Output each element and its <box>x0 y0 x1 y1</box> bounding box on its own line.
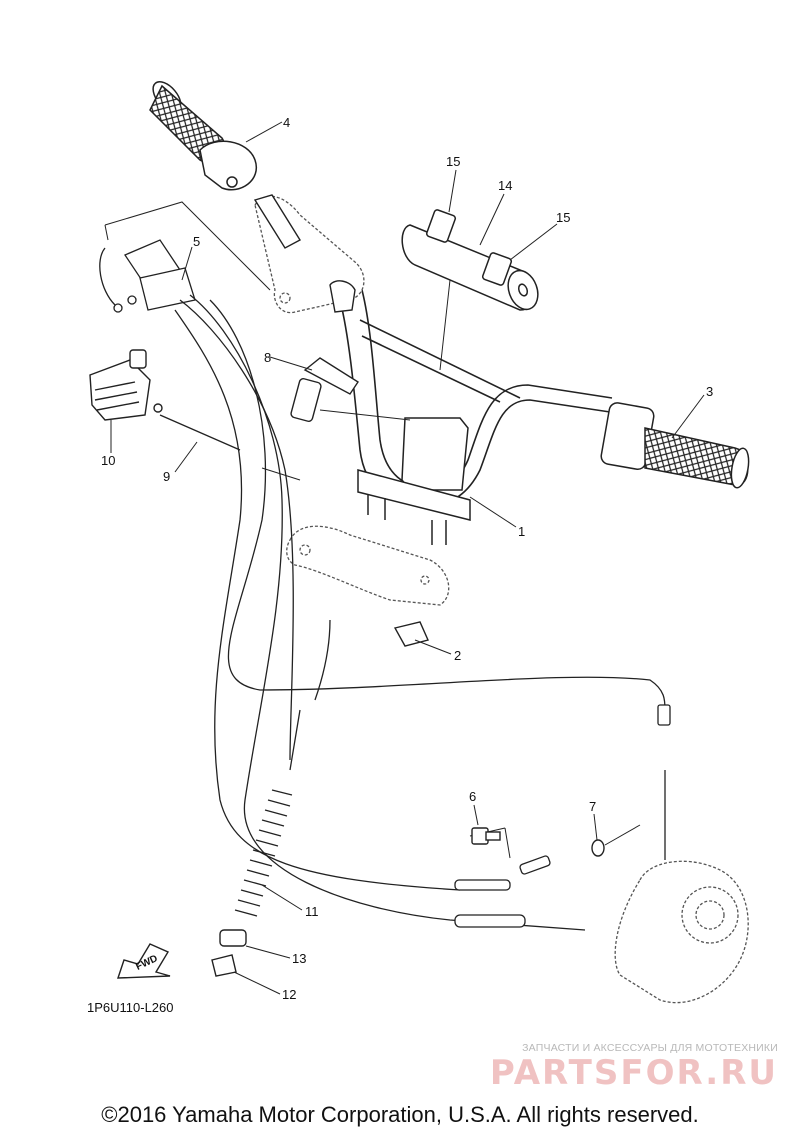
part-label-15a: 15 <box>446 154 460 169</box>
hot-start-lever <box>89 349 163 421</box>
part-label-3: 3 <box>706 384 713 399</box>
diagram-reference-code: 1P6U110-L260 <box>87 1000 174 1015</box>
watermark-tagline: ЗАПЧАСТИ И АКСЕССУАРЫ ДЛЯ МОТОТЕХНИКИ <box>522 1042 778 1054</box>
fwd-arrow-icon <box>117 943 171 979</box>
part-label-15b: 15 <box>556 210 570 225</box>
lever-perch <box>253 194 356 313</box>
watermark-brand: PARTSFOR.RU <box>489 1053 778 1093</box>
watermark: ЗАПЧАСТИ И АКСЕССУАРЫ ДЛЯ МОТОТЕХНИКИ PA… <box>478 1042 778 1092</box>
part-label-14: 14 <box>498 178 512 193</box>
bolt <box>471 827 501 845</box>
cable-caps <box>211 929 247 977</box>
right-grip <box>600 402 750 489</box>
throttle-sensor <box>290 357 359 422</box>
part-label-11: 11 <box>305 904 319 919</box>
left-grip <box>149 81 258 191</box>
part-label-4: 4 <box>283 115 290 130</box>
part-label-5: 5 <box>193 234 200 249</box>
cable-spring <box>234 789 293 917</box>
handlebar <box>339 289 613 506</box>
cable-ends <box>454 704 671 928</box>
part-label-9: 9 <box>163 469 170 484</box>
copyright-notice: ©2016 Yamaha Motor Corporation, U.S.A. A… <box>101 1102 699 1127</box>
throttle-cable-housing <box>99 239 196 313</box>
part-label-7: 7 <box>589 799 596 814</box>
upper-bracket <box>286 525 450 606</box>
leader-lines <box>110 121 705 995</box>
crossbar-pad <box>401 209 539 311</box>
part-label-8: 8 <box>264 350 271 365</box>
o-ring <box>591 839 605 857</box>
handlebar-holder <box>357 417 471 545</box>
part-label-12: 12 <box>282 987 296 1002</box>
part-label-10: 10 <box>101 453 115 468</box>
nut <box>393 621 429 647</box>
part-label-2: 2 <box>454 648 461 663</box>
cables <box>159 294 666 931</box>
part-label-1: 1 <box>518 524 525 539</box>
carburetor <box>614 860 749 1004</box>
part-label-13: 13 <box>292 951 306 966</box>
part-label-6: 6 <box>469 789 476 804</box>
